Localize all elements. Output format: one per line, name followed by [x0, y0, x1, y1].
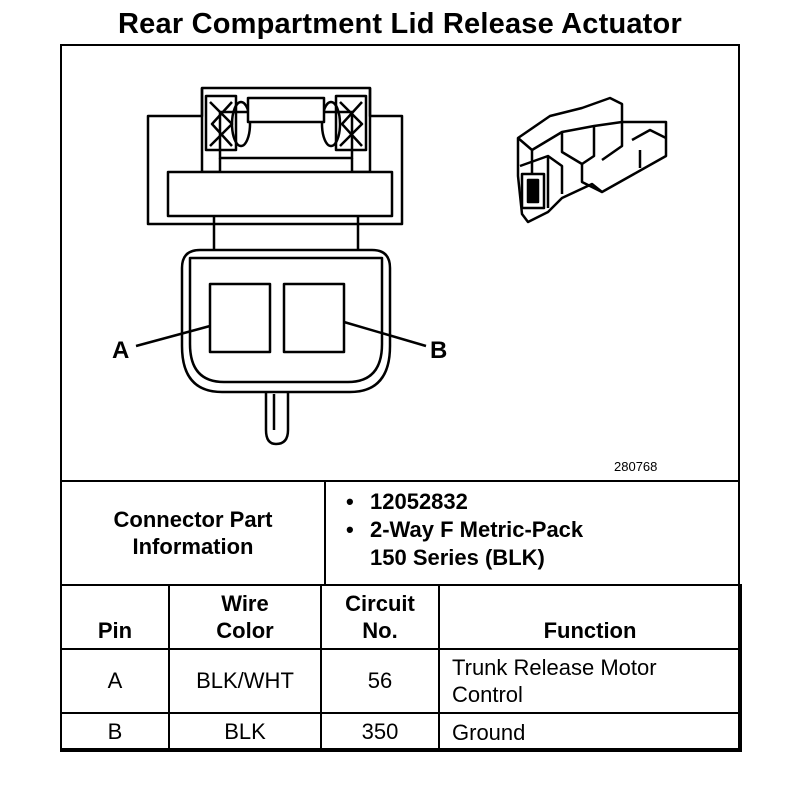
diagram-frame: A B	[60, 44, 740, 750]
connector-info-label: Connector Part Information	[60, 480, 326, 586]
cell-pin: A	[60, 648, 170, 714]
table-row: A BLK/WHT 56 Trunk Release Motor Control	[60, 648, 742, 714]
cell-circuit: 56	[320, 648, 440, 714]
cell-wire-color: BLK/WHT	[168, 648, 322, 714]
cell-function: Trunk Release Motor Control	[438, 648, 742, 714]
connector-face-icon	[135, 86, 427, 446]
list-item: • 12052832	[346, 489, 468, 514]
header-circuit-no: Circuit No.	[320, 584, 440, 650]
header-wire-color: Wire Color	[168, 584, 322, 650]
header-function: Function	[438, 584, 742, 650]
list-item: • 2-Way F Metric-Pack 150 Series (BLK)	[346, 517, 584, 570]
cell-wire-color: BLK	[168, 712, 322, 752]
connector-diagram: A B	[112, 86, 668, 446]
table-row: B BLK 350 Ground	[60, 712, 742, 752]
page-title: Rear Compartment Lid Release Actuator	[118, 8, 682, 40]
cell-pin: B	[60, 712, 170, 752]
connector-iso-icon	[516, 96, 668, 224]
drawing-number: 280768	[614, 459, 658, 474]
header-pin: Pin	[60, 584, 170, 650]
pin-label-b: B	[430, 337, 447, 364]
connector-info-bullets: • 12052832 • 2-Way F Metric-Pack 150 Ser…	[324, 480, 740, 586]
pin-label-a: A	[112, 337, 129, 364]
connector-info-table: Connector Part Information • 12052832 • …	[60, 480, 740, 586]
pin-table: Pin Wire Color Circuit No. Function A BL…	[60, 584, 742, 752]
cell-function: Ground	[438, 712, 742, 752]
cell-circuit: 350	[320, 712, 440, 752]
